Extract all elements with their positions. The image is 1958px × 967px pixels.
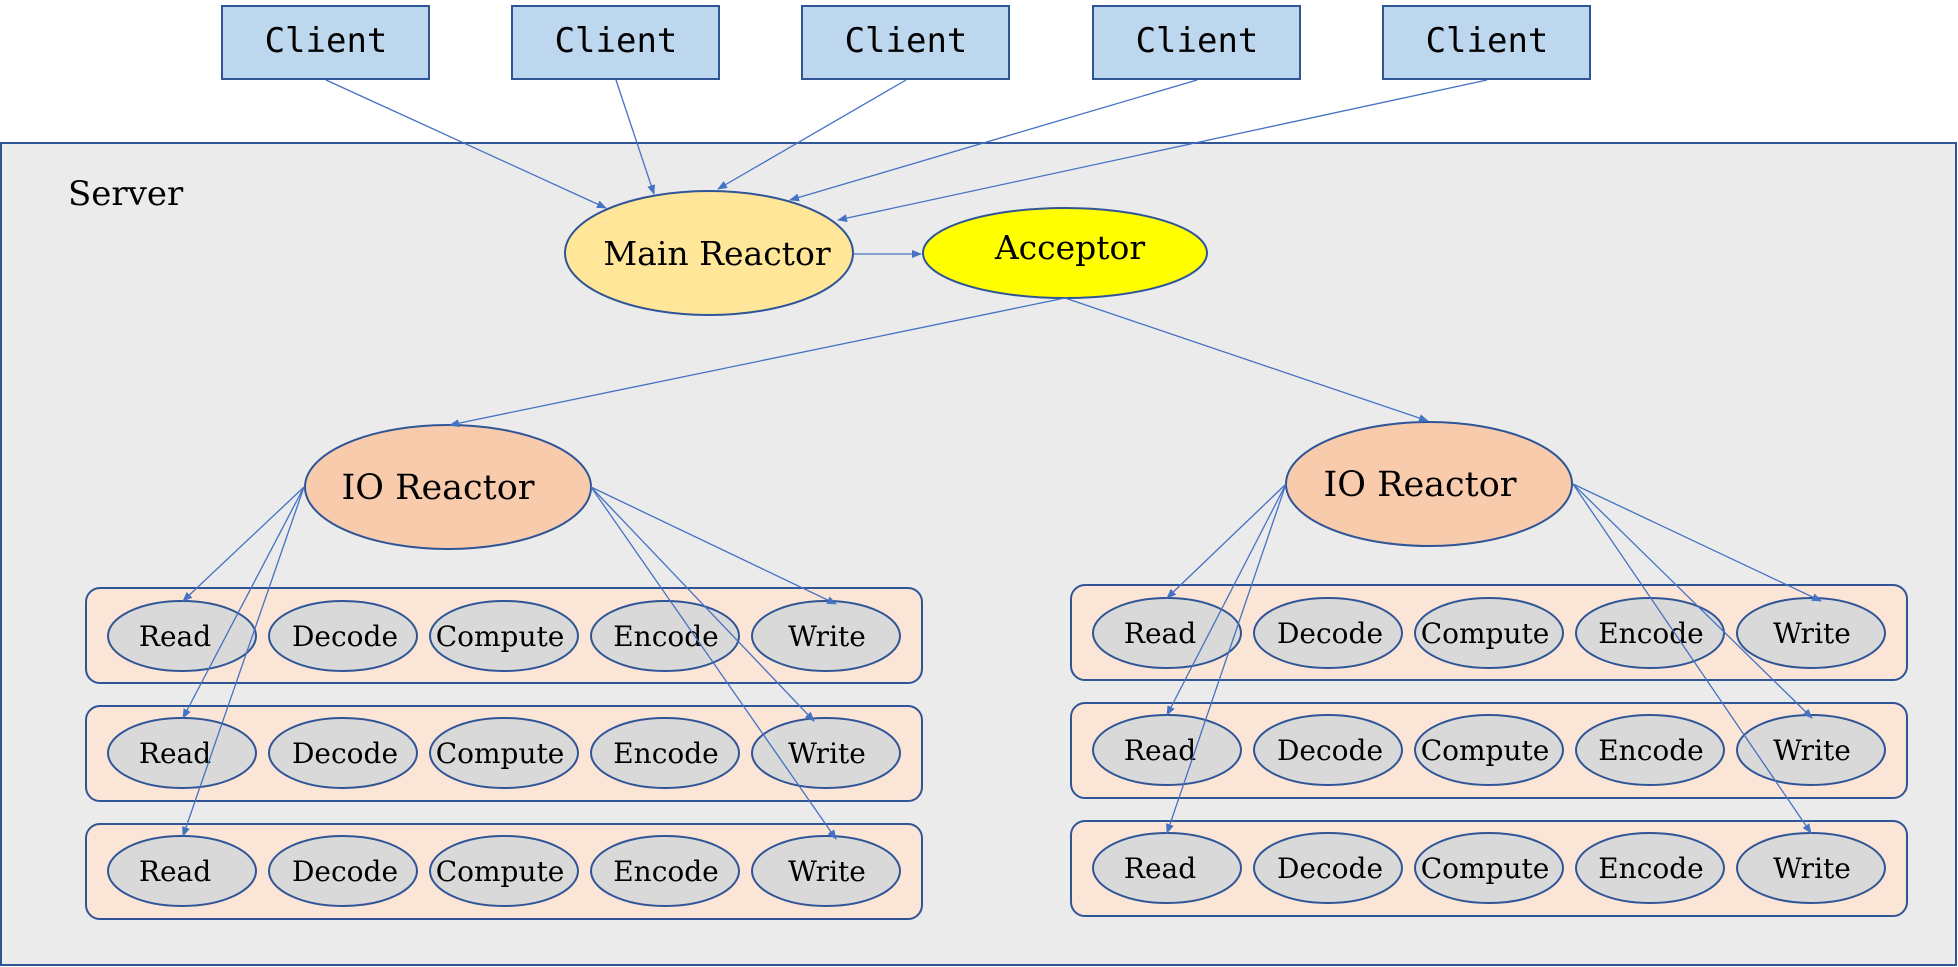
write-label: Write bbox=[788, 620, 866, 653]
write-label: Write bbox=[788, 855, 866, 888]
client-label: Client bbox=[555, 21, 678, 61]
compute-label: Compute bbox=[1421, 852, 1550, 885]
main-reactor bbox=[564, 190, 854, 316]
encode-label: Encode bbox=[613, 737, 719, 770]
write-arrow bbox=[590, 486, 837, 605]
decode-stage bbox=[268, 717, 418, 789]
right-pipeline-3: Read Decode Compute Encode Write bbox=[1092, 832, 1886, 904]
write-arrow bbox=[1572, 483, 1812, 834]
io-reactor-label: IO Reactor bbox=[341, 468, 534, 508]
read-label: Read bbox=[139, 620, 211, 653]
right-pipeline-1: Read Decode Compute Encode Write bbox=[1092, 597, 1886, 669]
compute-label: Compute bbox=[1421, 734, 1550, 767]
client-label: Client bbox=[1426, 21, 1549, 61]
read-arrow bbox=[182, 486, 305, 837]
write-label: Write bbox=[788, 737, 866, 770]
dispatch-connections bbox=[449, 250, 1429, 428]
encode-label: Encode bbox=[613, 855, 719, 888]
read-stage bbox=[107, 835, 257, 907]
compute-label: Compute bbox=[436, 855, 565, 888]
decode-label: Decode bbox=[1277, 852, 1383, 885]
client-box bbox=[221, 5, 430, 80]
decode-stage bbox=[268, 835, 418, 907]
left-io-connections bbox=[182, 486, 837, 840]
write-stage bbox=[751, 835, 901, 907]
write-label: Write bbox=[1773, 617, 1851, 650]
client-label: Client bbox=[845, 21, 968, 61]
decode-label: Decode bbox=[292, 620, 398, 653]
decode-label: Decode bbox=[1277, 734, 1383, 767]
client-arrow bbox=[325, 79, 607, 209]
read-arrow bbox=[1166, 483, 1287, 599]
client-arrow bbox=[615, 79, 655, 195]
compute-stage bbox=[1414, 832, 1564, 904]
io-reactor-arrow bbox=[1064, 297, 1429, 422]
read-arrow bbox=[1166, 483, 1287, 834]
read-label: Read bbox=[139, 855, 211, 888]
compute-stage bbox=[1414, 597, 1564, 669]
decode-label: Decode bbox=[1277, 617, 1383, 650]
encode-stage bbox=[590, 835, 740, 907]
encode-stage bbox=[590, 600, 740, 672]
encode-label: Encode bbox=[1598, 734, 1704, 767]
compute-stage bbox=[429, 600, 579, 672]
client-box bbox=[511, 5, 720, 80]
decode-stage bbox=[1253, 714, 1403, 786]
compute-label: Compute bbox=[436, 620, 565, 653]
read-arrow bbox=[182, 486, 305, 602]
write-arrow bbox=[590, 486, 837, 840]
read-arrow bbox=[1166, 483, 1287, 716]
decode-stage bbox=[268, 600, 418, 672]
encode-label: Encode bbox=[1598, 852, 1704, 885]
client-arrow bbox=[717, 79, 907, 190]
client-label: Client bbox=[265, 21, 388, 61]
write-arrow bbox=[1572, 483, 1822, 602]
encode-stage bbox=[590, 717, 740, 789]
client-box bbox=[1382, 5, 1591, 80]
compute-label: Compute bbox=[436, 737, 565, 770]
encode-stage bbox=[1575, 832, 1725, 904]
left-pipeline-3: Read Decode Compute Encode Write bbox=[107, 835, 901, 907]
decode-stage bbox=[1253, 597, 1403, 669]
write-stage bbox=[751, 600, 901, 672]
compute-label: Compute bbox=[1421, 617, 1550, 650]
write-label: Write bbox=[1773, 734, 1851, 767]
read-label: Read bbox=[139, 737, 211, 770]
decode-stage bbox=[1253, 832, 1403, 904]
right-pipeline-2: Read Decode Compute Encode Write bbox=[1092, 714, 1886, 786]
server-label: Server bbox=[68, 174, 184, 214]
io-reactor-label: IO Reactor bbox=[1323, 465, 1516, 505]
client-connections bbox=[325, 79, 1488, 223]
io-reactor-arrow bbox=[449, 297, 1066, 428]
client-arrow bbox=[837, 79, 1488, 223]
compute-stage bbox=[429, 717, 579, 789]
compute-stage bbox=[429, 835, 579, 907]
read-label: Read bbox=[1124, 617, 1196, 650]
left-pipeline-1: Read Decode Compute Encode Write bbox=[107, 600, 901, 672]
acceptor-label: Acceptor bbox=[994, 228, 1146, 267]
write-arrow bbox=[590, 486, 815, 722]
read-label: Read bbox=[1124, 852, 1196, 885]
main-reactor-label: Main Reactor bbox=[603, 234, 830, 273]
encode-label: Encode bbox=[1598, 617, 1704, 650]
write-label: Write bbox=[1773, 852, 1851, 885]
read-label: Read bbox=[1124, 734, 1196, 767]
read-arrow bbox=[182, 486, 305, 719]
client-box bbox=[1092, 5, 1301, 80]
left-pipeline-2: Read Decode Compute Encode Write bbox=[107, 717, 901, 789]
client-box bbox=[801, 5, 1010, 80]
encode-label: Encode bbox=[613, 620, 719, 653]
client-label: Client bbox=[1136, 21, 1259, 61]
write-stage bbox=[1736, 597, 1886, 669]
compute-stage bbox=[1414, 714, 1564, 786]
write-arrow bbox=[1572, 483, 1813, 719]
right-io-connections bbox=[1166, 483, 1822, 834]
read-stage bbox=[107, 717, 257, 789]
client-arrow bbox=[789, 79, 1198, 202]
encode-stage bbox=[1575, 714, 1725, 786]
decode-label: Decode bbox=[292, 737, 398, 770]
read-stage bbox=[107, 600, 257, 672]
decode-label: Decode bbox=[292, 855, 398, 888]
